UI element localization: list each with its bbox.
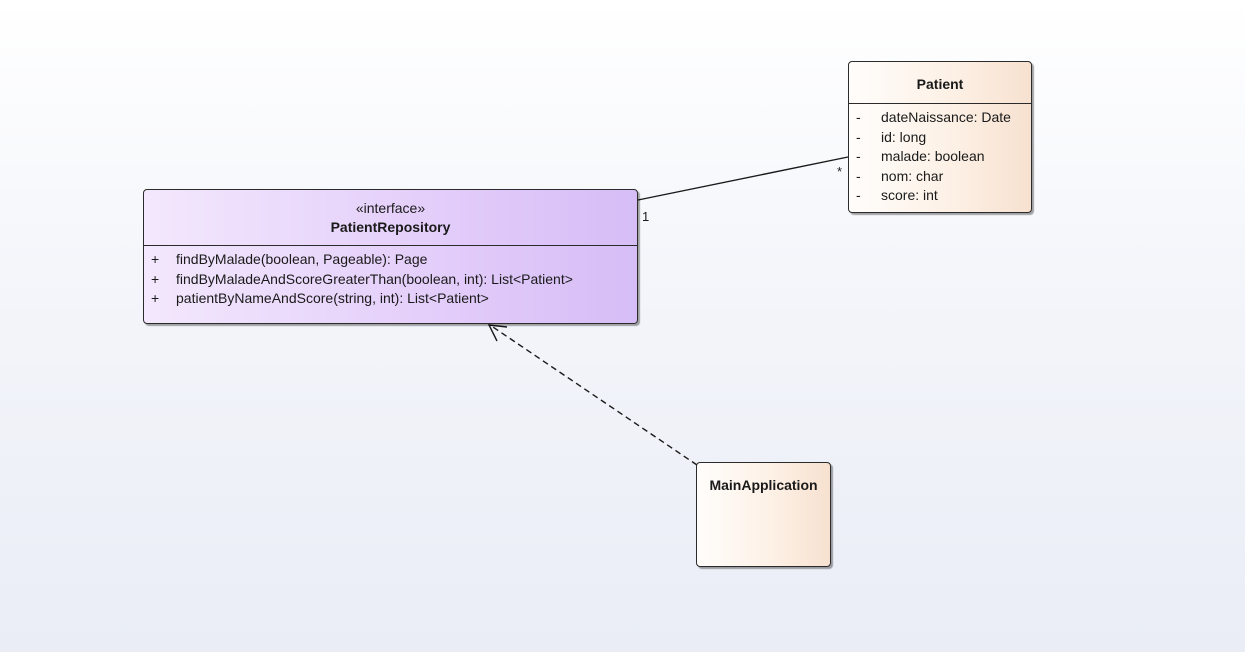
attribute-signature: score: int (881, 187, 938, 204)
class-divider (849, 103, 1031, 104)
attribute-signature: malade: boolean (881, 148, 985, 165)
class-header: «interface» PatientRepository (144, 190, 637, 245)
dependency-line[interactable] (489, 324, 698, 466)
operation-signature: findByMalade(boolean, Pageable): Page (176, 251, 428, 267)
attribute-row[interactable]: - dateNaissance: Date (849, 108, 1031, 128)
class-stereotype: «interface» (355, 200, 426, 216)
class-header: Patient (849, 62, 1031, 103)
class-name: PatientRepository (330, 219, 451, 235)
visibility-marker: + (151, 290, 160, 307)
attribute-row[interactable]: - malade: boolean (849, 147, 1031, 167)
class-name: MainApplication (709, 477, 818, 493)
class-name: Patient (916, 76, 964, 92)
visibility-marker: - (856, 148, 861, 165)
class-divider (144, 245, 637, 246)
association-line[interactable] (637, 156, 849, 201)
operation-signature: findByMaladeAndScoreGreaterThan(boolean,… (176, 270, 573, 287)
operation-row[interactable]: + findByMaladeAndScoreGreaterThan(boolea… (144, 270, 637, 290)
operations-compartment: + findByMalade(boolean, Pageable): Page … (144, 246, 637, 309)
operation-row[interactable]: + findByMalade(boolean, Pageable): Page (144, 250, 637, 270)
visibility-marker: - (856, 128, 861, 145)
class-patient[interactable]: Patient - dateNaissance: Date - id: long… (848, 61, 1032, 213)
attribute-signature: dateNaissance: Date (881, 109, 1011, 125)
class-header: MainApplication (697, 463, 830, 495)
dependency-arrowhead (487, 324, 508, 342)
operation-row[interactable]: + patientByNameAndScore(string, int): Li… (144, 289, 637, 309)
attribute-signature: nom: char (881, 167, 944, 184)
visibility-marker: - (856, 187, 861, 204)
attribute-row[interactable]: - score: int (849, 186, 1031, 206)
association-target-multiplicity: * (837, 164, 843, 179)
attribute-row[interactable]: - id: long (849, 128, 1031, 148)
attribute-signature: id: long (881, 128, 927, 145)
class-main-application[interactable]: MainApplication (696, 462, 831, 567)
attributes-compartment: - dateNaissance: Date - id: long - malad… (849, 104, 1031, 206)
association-source-multiplicity: 1 (642, 209, 650, 224)
visibility-marker: + (151, 251, 160, 267)
class-patient-repository[interactable]: «interface» PatientRepository + findByMa… (143, 189, 638, 324)
attribute-row[interactable]: - nom: char (849, 167, 1031, 187)
operation-signature: patientByNameAndScore(string, int): List… (176, 290, 489, 307)
visibility-marker: + (151, 270, 160, 287)
visibility-marker: - (856, 167, 861, 184)
visibility-marker: - (856, 109, 861, 125)
